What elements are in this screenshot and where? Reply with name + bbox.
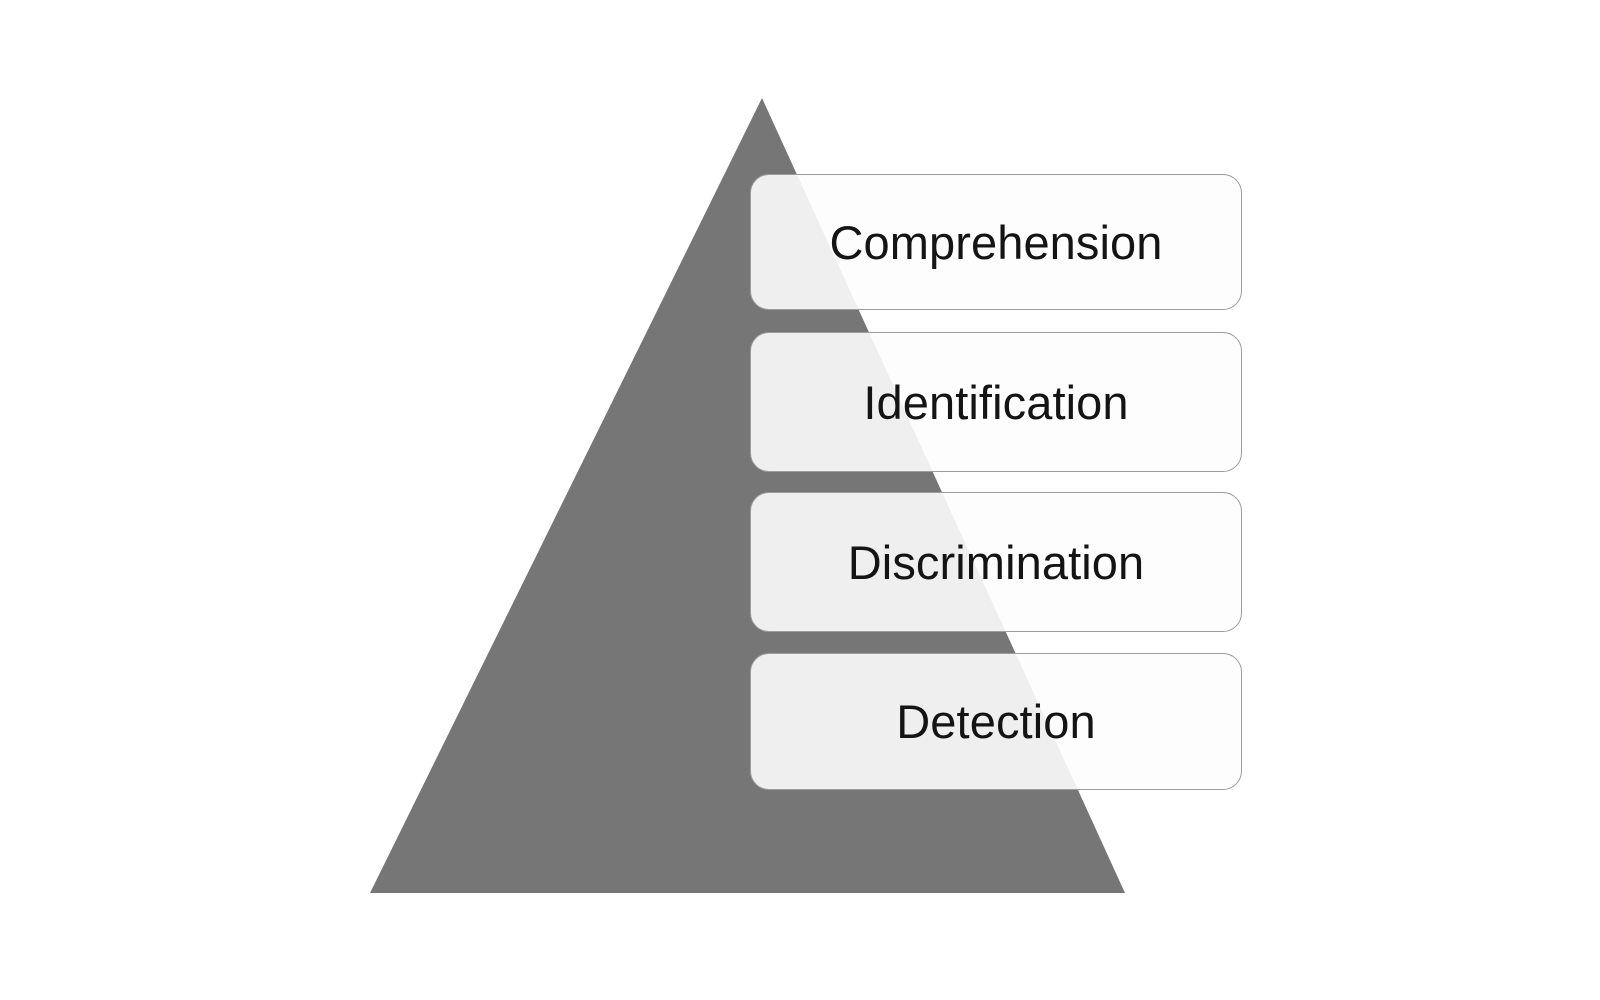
- pyramid-level-label: Detection: [896, 695, 1096, 748]
- pyramid-level-discrimination[interactable]: Discrimination: [750, 492, 1242, 632]
- pyramid-level-identification[interactable]: Identification: [750, 332, 1242, 472]
- pyramid-level-label: Identification: [863, 375, 1129, 429]
- pyramid-level-comprehension[interactable]: Comprehension: [750, 174, 1242, 310]
- pyramid-level-label: Discrimination: [847, 535, 1145, 589]
- pyramid-level-detection[interactable]: Detection: [750, 653, 1242, 790]
- pyramid-level-label: Comprehension: [829, 215, 1163, 269]
